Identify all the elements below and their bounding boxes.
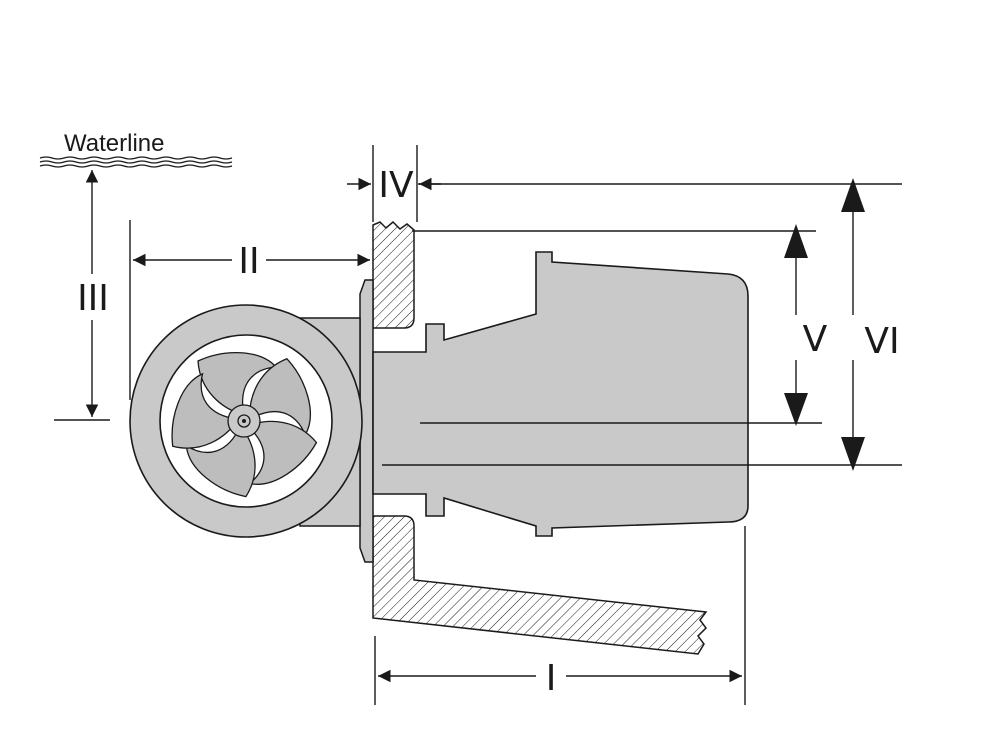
hull-lower-section [372,515,708,655]
hull-section [372,220,708,655]
dimension-v-label: V [803,319,828,360]
dimension-v-arrow-bottom [784,393,808,426]
mounting-flange [359,279,374,563]
dimension-ii-label: II [238,241,259,282]
dimension-ii: II [129,220,370,400]
dimension-iv: IV [347,145,441,222]
dimension-vi: VI [841,178,900,471]
motor-housing [372,251,749,537]
waterline-label: Waterline [64,130,164,157]
dimension-iii-label: III [77,278,109,319]
propeller-blade [197,352,278,416]
waterline-wave [39,156,233,160]
propeller [171,352,318,498]
waterline: Waterline [39,130,233,168]
propeller-blade [185,424,256,498]
dimension-i: I [374,526,746,705]
dimension-iii: III [54,170,110,421]
dimension-iv-label: IV [378,165,414,206]
dimension-vi-label: VI [864,321,899,362]
dimension-vi-arrow-top [841,178,865,212]
dimension-v-arrow-top [784,224,808,258]
propeller-blade [171,372,240,449]
hull-upper-section [372,220,415,329]
dimension-i-label: I [546,658,557,699]
dimension-v: V [784,224,828,426]
dimension-vi-arrow-bottom [841,437,865,471]
propeller-blade [246,420,318,485]
propeller-blade [249,357,311,437]
